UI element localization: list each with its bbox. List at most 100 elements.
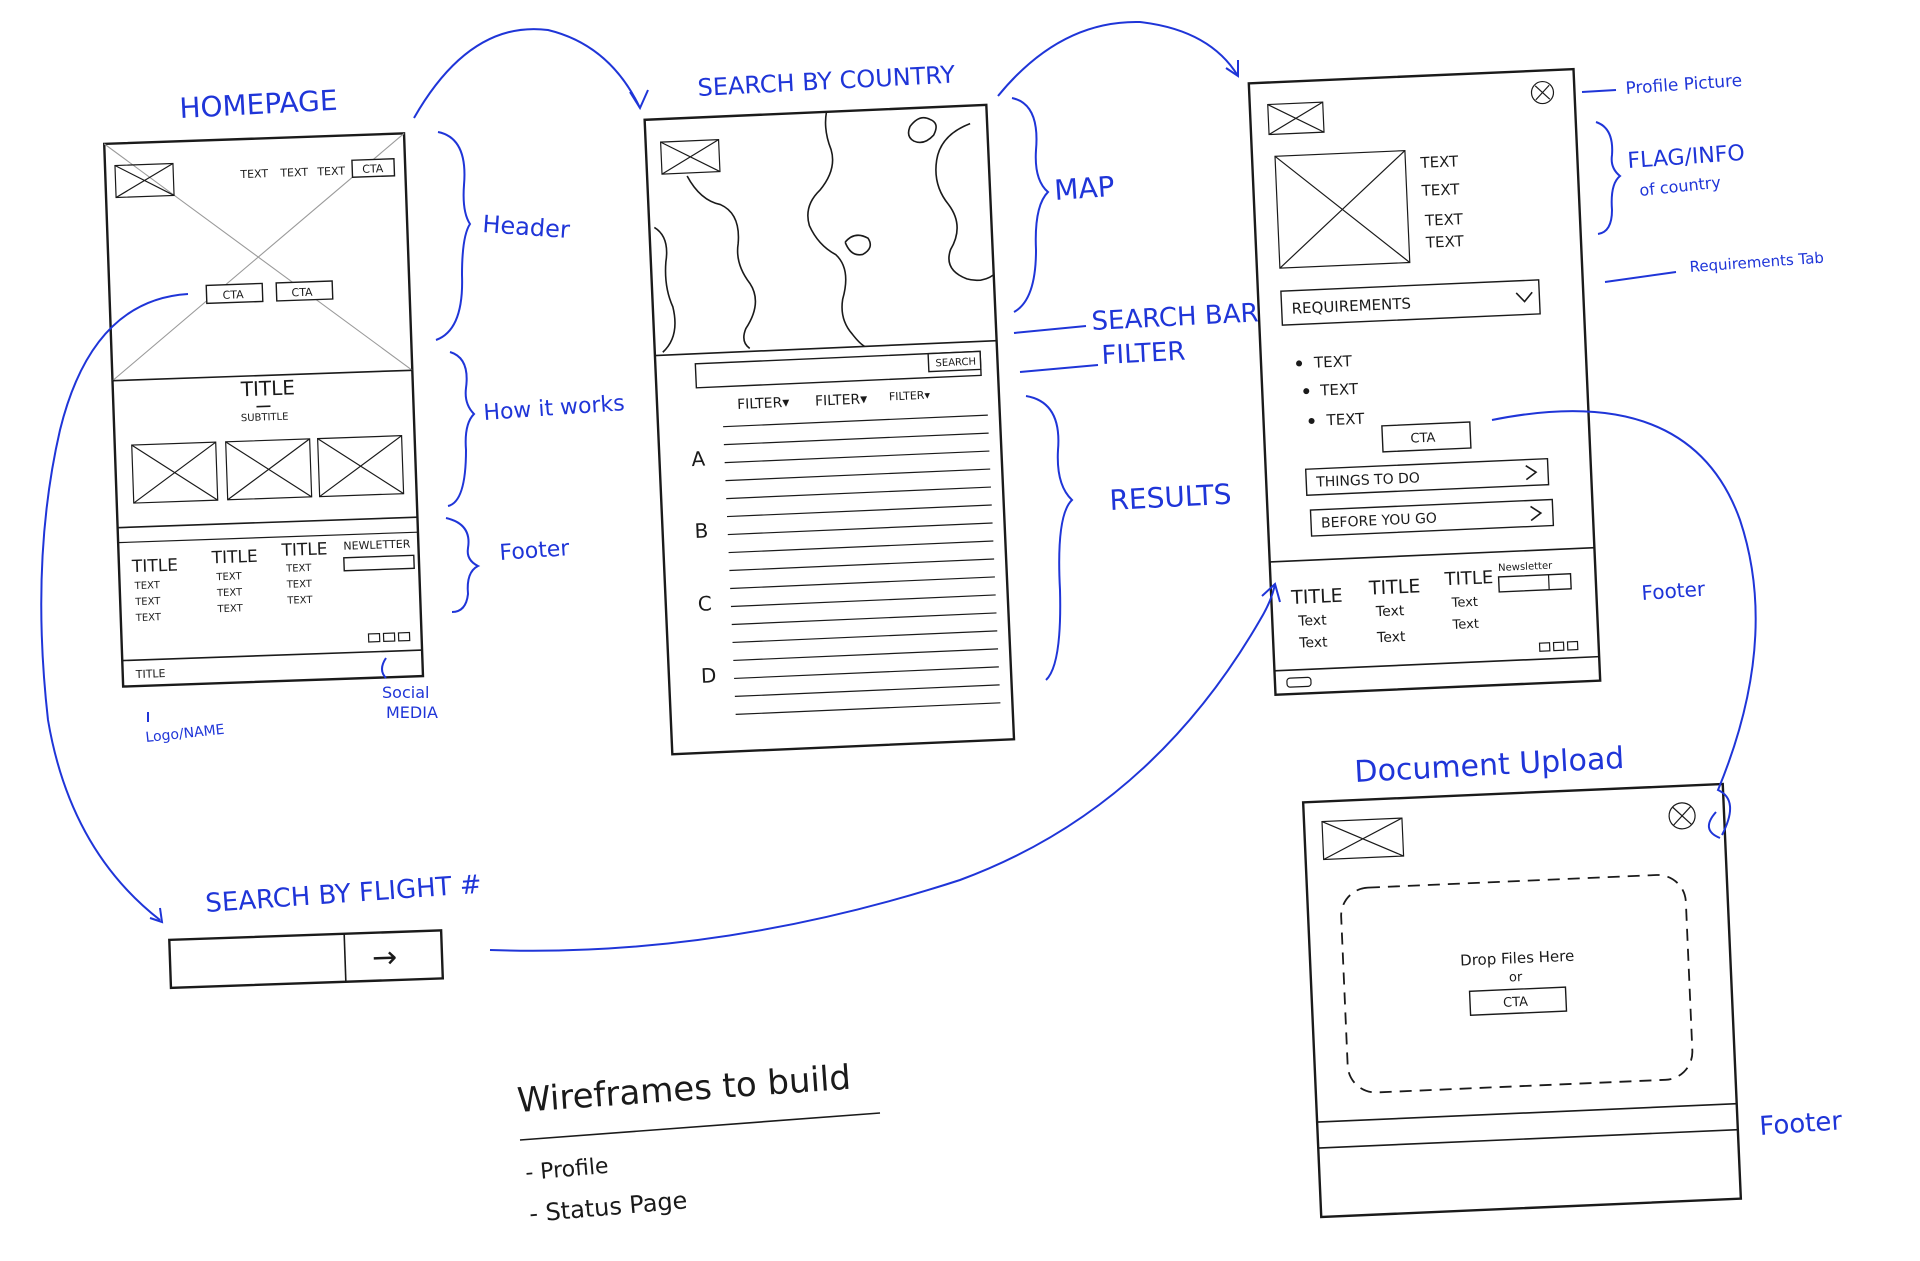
close-icon[interactable] [1530,80,1555,105]
search-button-label: SEARCH [935,357,976,370]
nav-cta-label: CTA [362,162,384,176]
header-note: Header [482,210,571,244]
search-country-frame [643,103,1016,756]
filter-dropdown-1[interactable]: FILTER▾ [737,395,790,413]
footer-col-2-item-1[interactable]: Text [1375,603,1405,620]
how-it-works-subtitle: SUBTITLE [241,412,289,425]
close-icon[interactable] [1668,802,1696,830]
before-you-go-link[interactable]: BEFORE YOU GO [1309,498,1555,537]
flight-search-submit-arrow[interactable]: → [371,940,397,976]
map-brace [1011,97,1050,313]
search-button[interactable]: SEARCH [927,350,982,373]
footer-col-3-title: TITLE [280,539,328,561]
chevron-down-icon [1515,291,1533,303]
footer-col-1-item-3[interactable]: TEXT [135,612,162,624]
logo-name-note: Logo/NAME [145,722,226,746]
nav-link-1[interactable]: TEXT [239,167,268,181]
filter-dropdown-3[interactable]: FILTER▾ [889,389,931,404]
flag-info-brace [1595,121,1622,235]
nav-link-2[interactable]: TEXT [279,166,308,180]
results-list[interactable] [723,414,1001,715]
flight-number-input[interactable] [168,929,445,990]
footer-col-1-item-2[interactable]: Text [1298,634,1328,651]
arrowhead-icon [1225,60,1239,78]
newsletter-input[interactable] [1497,573,1572,593]
social-media-icons[interactable] [367,631,411,643]
footer-note: Footer [499,536,572,566]
footer-col-2-item-1[interactable]: TEXT [215,571,242,583]
hero-cta-button-2[interactable]: CTA [275,280,334,302]
search-bar-note: SEARCH BAR [1091,298,1259,337]
upload-cta-label: CTA [1503,995,1529,1011]
requirement-item-3: TEXT [1325,410,1365,430]
document-upload-heading: Document Upload [1354,741,1626,790]
map-note: MAP [1053,170,1115,207]
logo-image-placeholder [659,138,721,175]
arrow-home-to-country [413,28,641,119]
filter-dropdown-2[interactable]: FILTER▾ [815,391,868,409]
country-page-frame [1247,67,1602,697]
results-note: RESULTS [1109,478,1233,517]
how-it-works-title: TITLE [239,375,295,401]
arrow-country-to-profile [997,20,1239,97]
footer-col-2-title: TITLE [1367,575,1420,599]
nav-link-3[interactable]: TEXT [316,164,345,178]
footer-col-3-title: TITLE [1443,567,1494,590]
result-group-c: C [697,591,712,616]
info-line-3: TEXT [1424,210,1464,230]
upload-cta-button[interactable]: CTA [1468,986,1568,1016]
footer-col-1-title: TITLE [131,556,179,578]
before-you-go-label: BEFORE YOU GO [1321,511,1438,532]
flow-arrows [40,20,1757,952]
requirements-dropdown[interactable]: REQUIREMENTS [1280,279,1541,326]
requirements-cta-button[interactable]: CTA [1381,421,1472,453]
requirement-item-1: TEXT [1313,352,1353,372]
footer-col-3-item-1[interactable]: Text [1450,595,1478,611]
hero-cta-button-1[interactable]: CTA [205,282,264,305]
result-group-b: B [694,518,709,543]
footer-logo-title: TITLE [135,667,166,681]
todo-title: Wireframes to build [516,1058,852,1121]
arrowhead-icon [1261,582,1281,603]
social-media-note-2: MEDIA [386,703,438,722]
todo-item-1: - Profile [524,1154,609,1186]
footer-col-2-item-2[interactable]: Text [1376,629,1406,646]
footer-col-3-item-2[interactable]: TEXT [286,579,313,591]
things-to-do-link[interactable]: THINGS TO DO [1304,457,1550,496]
results-brace [1025,395,1074,681]
profile-picture-pointer [1581,89,1617,93]
newsletter-input[interactable] [343,554,415,572]
how-it-works-brace [447,351,476,507]
footer-col-2-item-2[interactable]: TEXT [216,587,243,599]
arrowhead-icon [149,907,164,924]
how-it-works-note: How it works [483,391,626,426]
footer-col-3-item-2[interactable]: Text [1451,617,1479,633]
nav-cta-button[interactable]: CTA [351,158,396,178]
drop-files-text: Drop Files Here [1460,947,1575,970]
search-bar-pointer [1013,325,1087,334]
homepage-frame [102,132,425,688]
footer-col-1-item-2[interactable]: TEXT [134,596,161,608]
footer-logo [1286,676,1312,688]
arrow-home-to-flight [40,293,189,921]
step-image-1 [131,441,219,504]
filter-pointer [1019,364,1099,373]
social-media-icons[interactable] [1538,640,1579,652]
file-drop-zone[interactable] [1340,874,1694,1094]
step-image-3 [317,435,405,498]
info-line-2: TEXT [1420,180,1460,200]
requirement-item-2: TEXT [1319,380,1359,400]
drop-or-text: or [1509,970,1524,986]
chevron-right-icon [1525,464,1538,481]
social-media-note-1: Social [382,683,429,702]
footer-col-3-item-3[interactable]: TEXT [286,595,313,607]
footer-col-1-item-1[interactable]: TEXT [133,580,160,592]
search-country-heading: SEARCH BY COUNTRY [697,61,956,102]
bullet-3 [1308,417,1315,424]
flight-search-bar: → [168,929,445,990]
bullet-2 [1303,388,1310,395]
homepage-heading: HOMEPAGE [179,84,339,125]
footer-col-2-item-3[interactable]: TEXT [216,603,243,615]
footer-col-1-item-1[interactable]: Text [1297,612,1327,629]
footer-col-3-item-1[interactable]: TEXT [285,563,312,575]
